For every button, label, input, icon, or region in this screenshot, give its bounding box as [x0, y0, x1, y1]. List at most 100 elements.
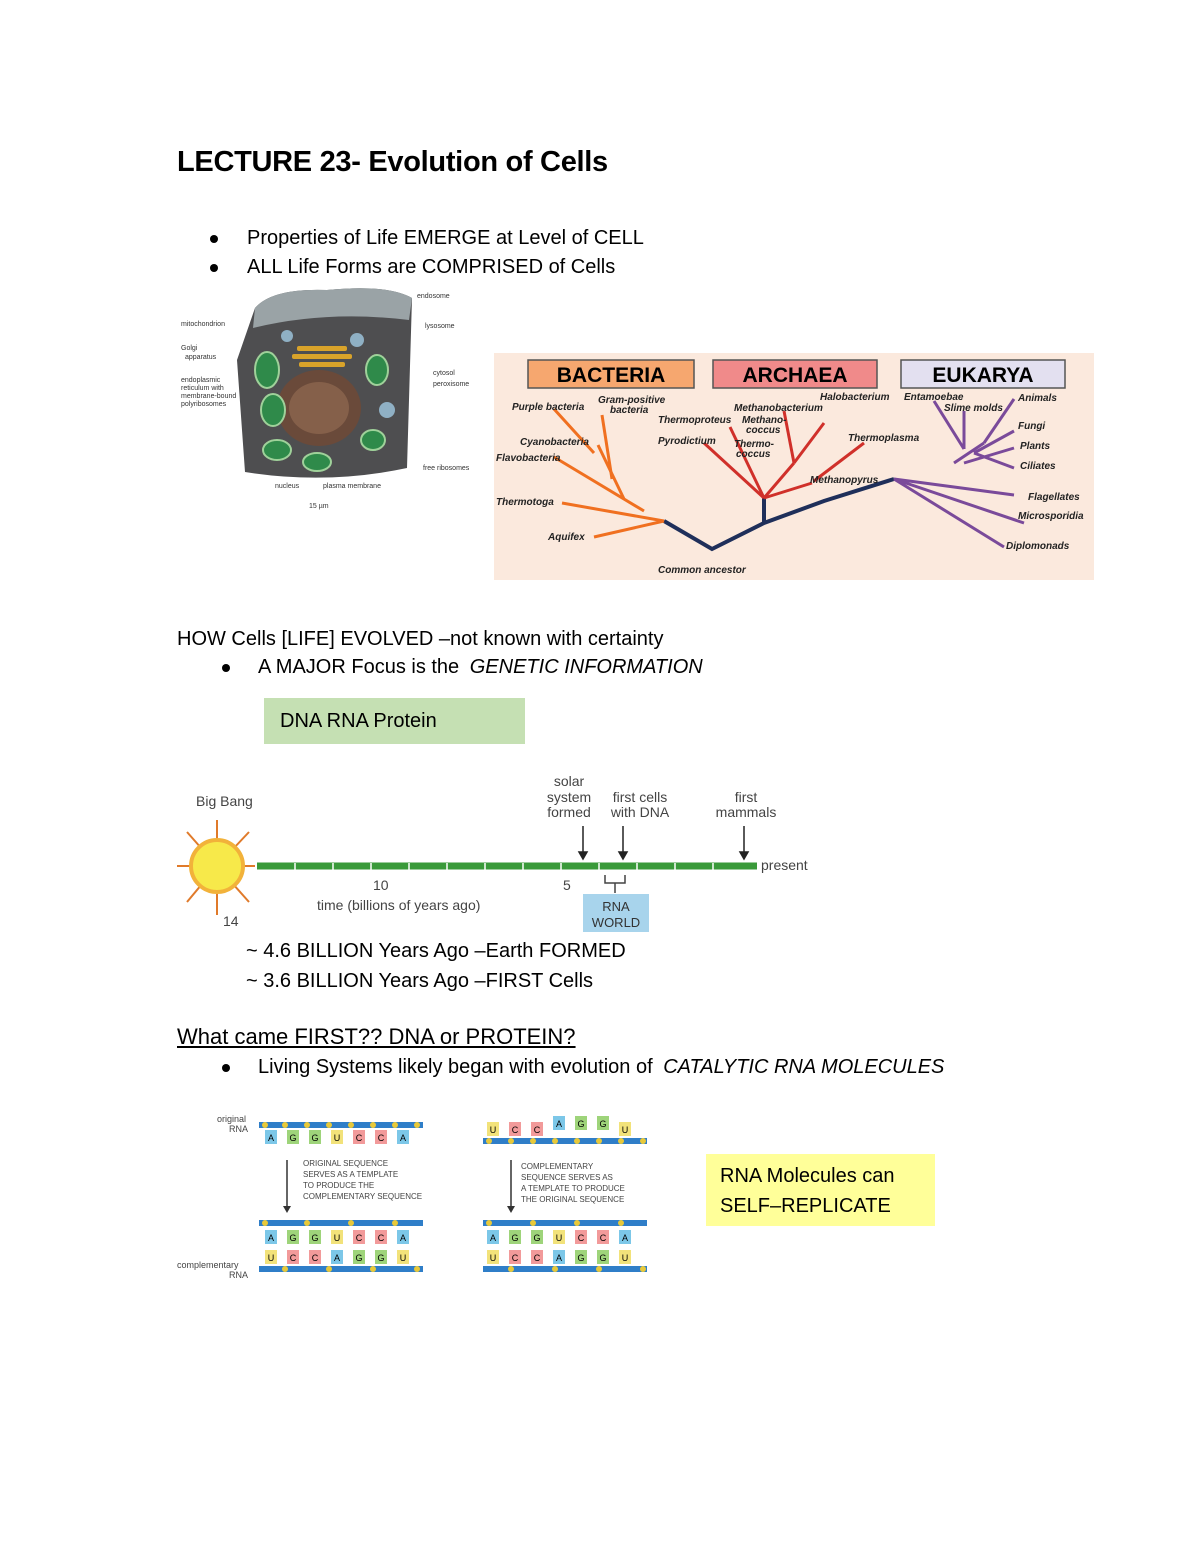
list-item: ~ 4.6 BILLION Years Ago –Earth FORMED [246, 940, 626, 962]
svg-text:Thermotoga: Thermotoga [496, 497, 554, 508]
svg-text:U: U [490, 1253, 497, 1263]
svg-text:RNA: RNA [602, 899, 630, 914]
svg-text:with DNA: with DNA [610, 804, 670, 820]
svg-text:Thermoproteus: Thermoproteus [658, 415, 732, 426]
svg-text:A: A [400, 1233, 406, 1243]
svg-text:A TEMPLATE TO PRODUCE: A TEMPLATE TO PRODUCE [521, 1184, 625, 1193]
svg-text:C: C [600, 1233, 607, 1243]
svg-text:Pyrodictium: Pyrodictium [658, 436, 716, 447]
svg-text:peroxisome: peroxisome [433, 381, 469, 388]
timeline-facts: ~ 4.6 BILLION Years Ago –Earth FORMED ~ … [246, 936, 626, 996]
domain-archaea-box [712, 359, 878, 389]
svg-text:original: original [217, 1114, 246, 1124]
section-heading-what-came-first: What came FIRST?? DNA or PROTEIN? [177, 1024, 576, 1049]
svg-text:Halobacterium: Halobacterium [820, 392, 890, 403]
tree-of-life-figure: BACTERIA ARCHAEA EUKARYA Purple bacteria… [494, 353, 1094, 580]
svg-text:C: C [312, 1253, 319, 1263]
svg-text:Thermo-: Thermo- [734, 439, 775, 450]
svg-text:A: A [556, 1119, 562, 1129]
svg-text:A: A [268, 1133, 274, 1143]
svg-text:membrane-bound: membrane-bound [181, 393, 236, 400]
bullet-icon [210, 234, 218, 243]
list-item: Living Systems likely began with evoluti… [222, 1056, 944, 1079]
list-item: A MAJOR Focus is the GENETIC INFORMATION [222, 656, 703, 679]
svg-text:Purple bacteria: Purple bacteria [512, 402, 585, 413]
svg-text:A: A [268, 1233, 274, 1243]
svg-text:14: 14 [223, 913, 239, 929]
svg-text:TO PRODUCE THE: TO PRODUCE THE [303, 1181, 374, 1190]
svg-text:C: C [512, 1125, 519, 1135]
svg-text:C: C [534, 1253, 541, 1263]
svg-text:U: U [622, 1125, 629, 1135]
domain-archaea-label: ARCHAEA [743, 364, 848, 387]
domain-bacteria-label: BACTERIA [557, 364, 666, 387]
svg-text:bacteria: bacteria [610, 405, 649, 416]
svg-text:Common ancestor: Common ancestor [658, 565, 747, 576]
svg-text:5: 5 [563, 877, 571, 893]
svg-text:A: A [490, 1233, 496, 1243]
svg-text:C: C [378, 1233, 385, 1243]
svg-text:U: U [622, 1253, 629, 1263]
svg-text:Gram-positive: Gram-positive [598, 395, 666, 406]
svg-text:mammals: mammals [716, 804, 777, 820]
svg-text:formed: formed [547, 804, 591, 820]
svg-text:G: G [511, 1233, 518, 1243]
svg-text:U: U [556, 1233, 563, 1243]
svg-text:C: C [378, 1133, 385, 1143]
svg-text:Aquifex: Aquifex [547, 532, 585, 543]
section-heading-how-cells-evolved: HOW Cells [LIFE] EVOLVED –not known with… [177, 628, 664, 650]
self-replicate-callout: RNA Molecules can SELF–REPLICATE [706, 1154, 935, 1226]
svg-text:G: G [577, 1253, 584, 1263]
svg-text:Fungi: Fungi [1018, 421, 1045, 432]
svg-text:G: G [533, 1233, 540, 1243]
domain-eukarya-box [900, 359, 1066, 389]
domain-bacteria-box [527, 359, 695, 389]
svg-text:Thermoplasma: Thermoplasma [848, 433, 920, 444]
svg-text:Slime molds: Slime molds [944, 403, 1003, 414]
domain-eukarya-label: EUKARYA [932, 364, 1033, 387]
page-title: LECTURE 23- Evolution of Cells [177, 146, 608, 178]
svg-text:U: U [490, 1125, 497, 1135]
list-item: Properties of Life EMERGE at Level of CE… [210, 224, 644, 253]
svg-text:coccus: coccus [736, 449, 771, 460]
svg-text:reticulum with: reticulum with [181, 385, 224, 392]
svg-text:first: first [735, 789, 758, 805]
svg-text:SERVES AS A TEMPLATE: SERVES AS A TEMPLATE [303, 1170, 398, 1179]
svg-text:C: C [534, 1125, 541, 1135]
svg-text:SEQUENCE SERVES AS: SEQUENCE SERVES AS [521, 1173, 613, 1182]
bullet-icon [222, 663, 230, 672]
svg-text:Methanopyrus: Methanopyrus [810, 475, 879, 486]
svg-text:A: A [556, 1253, 562, 1263]
svg-text:RNA: RNA [229, 1270, 248, 1280]
list-item: ~ 3.6 BILLION Years Ago –FIRST Cells [246, 970, 594, 992]
svg-text:C: C [290, 1253, 297, 1263]
svg-text:G: G [289, 1233, 296, 1243]
svg-text:Flavobacteria: Flavobacteria [496, 453, 561, 464]
svg-text:Big Bang: Big Bang [196, 793, 253, 809]
svg-text:Methano-: Methano- [742, 415, 787, 426]
svg-text:A: A [400, 1133, 406, 1143]
svg-text:C: C [356, 1133, 363, 1143]
svg-text:G: G [311, 1233, 318, 1243]
central-dogma-box: DNA RNA Protein [264, 698, 525, 744]
svg-text:cytosol: cytosol [433, 370, 455, 377]
svg-text:G: G [599, 1253, 606, 1263]
svg-text:mitochondrion: mitochondrion [181, 321, 225, 328]
svg-text:G: G [355, 1253, 362, 1263]
svg-text:Animals: Animals [1017, 393, 1057, 404]
svg-text:G: G [377, 1253, 384, 1263]
svg-text:plasma membrane: plasma membrane [323, 483, 381, 490]
svg-text:endosome: endosome [417, 293, 450, 300]
svg-text:RNA: RNA [229, 1124, 248, 1134]
svg-text:C: C [512, 1253, 519, 1263]
svg-text:Plants: Plants [1020, 441, 1050, 452]
svg-text:Methanobacterium: Methanobacterium [734, 403, 823, 414]
svg-text:solar: solar [554, 773, 585, 789]
svg-text:A: A [334, 1253, 340, 1263]
list-item: ALL Life Forms are COMPRISED of Cells [210, 253, 644, 282]
svg-text:ORIGINAL SEQUENCE: ORIGINAL SEQUENCE [303, 1159, 388, 1168]
svg-text:Golgi: Golgi [181, 345, 198, 352]
svg-text:complementary: complementary [177, 1260, 239, 1270]
